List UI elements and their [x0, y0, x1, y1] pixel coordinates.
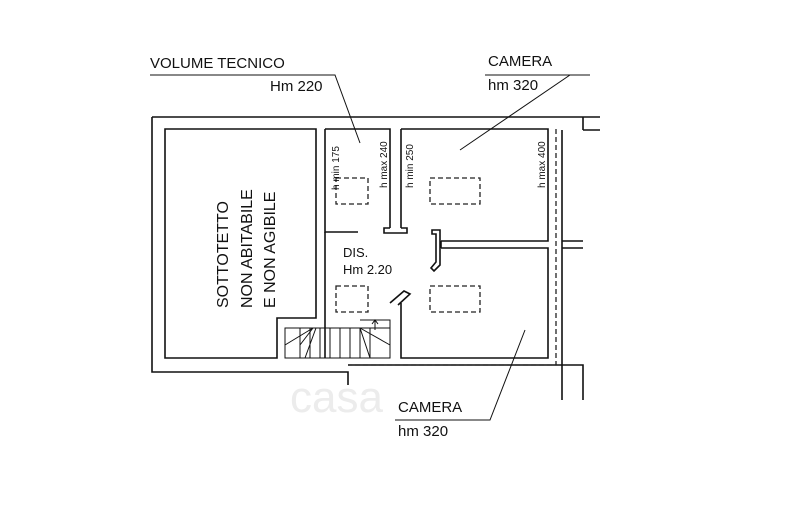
vt-min-height: h min 175: [331, 146, 342, 190]
camera-top-label: CAMERA: [488, 53, 552, 70]
camera-max-height: h max 400: [537, 141, 548, 188]
sottotetto-line-1: SOTTOTETTO: [215, 201, 232, 308]
staircase: [284, 319, 391, 359]
dashed-lines: [335, 129, 557, 366]
sottotetto-line-2: NON ABITABILE: [239, 189, 256, 308]
camera-top-height: hm 320: [488, 77, 538, 94]
camera-bottom-label: CAMERA: [398, 399, 462, 416]
camera-min-height: h min 250: [405, 144, 416, 188]
volume-tecnico-height: Hm 220: [270, 78, 323, 95]
sottotetto-line-3: E NON AGIBILE: [262, 192, 279, 308]
leader-lines: [150, 74, 590, 421]
camera-bottom-height: hm 320: [398, 423, 448, 440]
dis-label: DIS.: [343, 245, 368, 260]
walls: [151, 116, 600, 400]
dis-height: Hm 2.20: [343, 262, 392, 277]
vt-max-height: h max 240: [379, 141, 390, 188]
watermark: casa: [290, 373, 383, 422]
volume-tecnico-label: VOLUME TECNICO: [150, 55, 285, 72]
